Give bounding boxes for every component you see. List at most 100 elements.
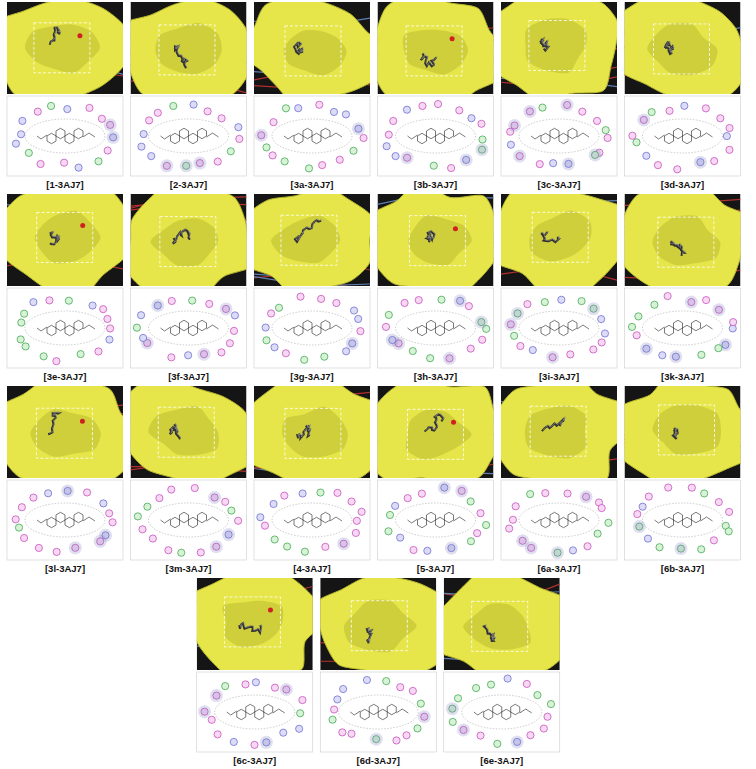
panel-caption: [3g-3AJ7] — [290, 371, 333, 382]
residue-circle — [236, 135, 243, 142]
residue-circle — [47, 102, 54, 109]
interaction-diagram — [131, 96, 247, 176]
ring-structure — [664, 325, 673, 335]
residue-circle — [524, 301, 531, 308]
surface-image — [131, 194, 247, 286]
side-chain — [531, 135, 541, 139]
residue-circle — [467, 538, 474, 545]
binding-pocket — [25, 24, 100, 73]
ligand — [50, 232, 59, 245]
side-chain — [161, 135, 171, 139]
residue-circle — [590, 346, 597, 353]
residue-circle — [334, 489, 341, 496]
exposure-halo — [337, 537, 350, 550]
residue-circle — [726, 508, 733, 515]
exposure-halo — [561, 99, 574, 112]
ring-structure — [541, 133, 550, 143]
panel-caption: [5-3AJ7] — [417, 563, 455, 574]
residue-circle — [34, 108, 41, 115]
residue-circle — [467, 345, 474, 352]
surface-image — [444, 578, 560, 670]
pocket-outline — [25, 503, 105, 537]
side-chain — [227, 711, 237, 715]
side-chain — [701, 517, 713, 521]
interaction-diagram — [444, 672, 560, 752]
side-chain — [161, 519, 171, 523]
residue-circle — [383, 678, 390, 685]
residue-circle — [95, 158, 102, 165]
zoom-box — [37, 212, 93, 262]
protein-surface — [254, 386, 370, 478]
residue-circle — [230, 738, 237, 745]
binding-pocket — [652, 404, 721, 455]
ring-structure — [188, 133, 197, 143]
residue-circle — [267, 310, 274, 317]
binding-pocket — [283, 30, 346, 75]
ligand — [294, 42, 302, 54]
ring-structure — [321, 128, 330, 138]
residue-circle — [299, 490, 306, 497]
ligand — [173, 230, 190, 244]
residue-circle — [214, 731, 221, 738]
docking-panel — [367, 0, 506, 176]
residue-circle — [350, 307, 357, 314]
side-chain — [454, 325, 466, 329]
residue-circle — [270, 500, 277, 507]
residue-circle — [12, 516, 19, 523]
residue-circle — [569, 547, 576, 554]
residue-circle — [665, 484, 672, 491]
protein-surface — [501, 386, 617, 478]
binding-pocket — [529, 211, 591, 262]
residue-circle — [100, 500, 107, 507]
ligand — [673, 428, 678, 439]
protein-surface — [131, 386, 247, 478]
docking-panel — [119, 0, 250, 176]
residue-circle — [282, 350, 289, 357]
side-chain — [701, 325, 713, 329]
ring-structure — [484, 709, 493, 719]
residue-circle — [715, 499, 722, 506]
protein-surface — [378, 194, 494, 286]
exposure-halo — [589, 148, 602, 161]
ligand-highlight — [171, 423, 181, 438]
panel-caption: [3i-3AJ7] — [539, 371, 579, 382]
residue-circle — [189, 297, 196, 304]
residue-circle — [360, 134, 367, 141]
residue-circle — [214, 158, 221, 165]
ring-structure — [74, 512, 83, 522]
exposure-halo — [669, 350, 682, 363]
panel-caption: [3l-3AJ7] — [45, 563, 85, 574]
ring-structure — [56, 128, 65, 138]
side-chain — [284, 135, 294, 139]
ring-structure — [550, 512, 559, 522]
ring-structure — [682, 325, 691, 335]
side-chain — [577, 325, 589, 329]
residue-circle — [284, 543, 291, 550]
residue-circle — [465, 303, 472, 310]
ring-structure — [197, 128, 206, 138]
residue-circle — [593, 117, 600, 124]
residue-circle — [252, 679, 259, 686]
diagram-frame — [444, 672, 560, 752]
diagram-frame — [378, 288, 494, 368]
pocket-outline — [462, 695, 542, 729]
ring-structure — [65, 325, 74, 335]
protein-surface — [501, 2, 617, 94]
exposure-halo — [69, 541, 82, 554]
ligand — [297, 426, 309, 439]
diagram-frame — [501, 288, 617, 368]
exposure-halo — [61, 484, 74, 497]
residue-circle — [409, 687, 416, 694]
residue-circle — [404, 495, 411, 502]
exposure-halo — [198, 348, 211, 361]
binding-pocket — [271, 216, 340, 264]
pocket-outline — [25, 119, 105, 153]
residue-circle — [46, 297, 53, 304]
side-chain — [531, 327, 541, 331]
residue-circle — [726, 124, 733, 131]
surface-image — [7, 194, 123, 286]
side-chain — [330, 517, 342, 521]
residue-circle — [139, 526, 146, 533]
interaction-diagram — [131, 288, 247, 368]
